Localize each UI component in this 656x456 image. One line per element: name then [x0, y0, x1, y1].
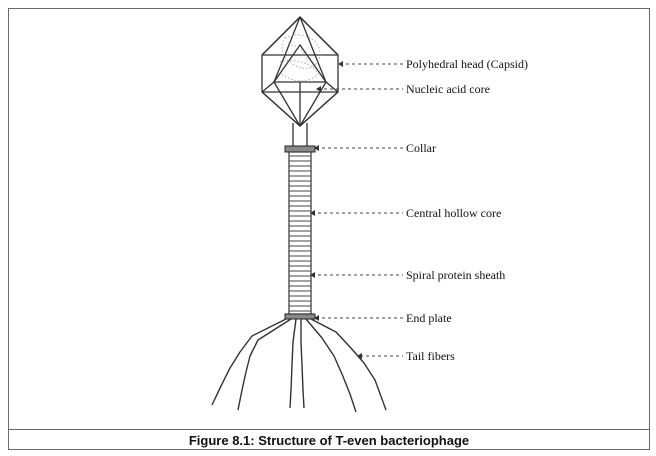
caption-divider	[8, 429, 650, 430]
figure-frame	[8, 8, 650, 450]
label-polyhedral-head: Polyhedral head (Capsid)	[406, 57, 528, 71]
label-tail-fibers: Tail fibers	[406, 349, 455, 363]
figure-caption: Figure 8.1: Structure of T-even bacterio…	[188, 433, 470, 448]
leader-lines	[312, 63, 403, 357]
label-nucleic-acid-core: Nucleic acid core	[406, 82, 490, 96]
neck	[292, 123, 308, 147]
sheath-rings	[289, 155, 311, 312]
leader-arrowheads	[310, 61, 362, 359]
tail-fibers	[211, 318, 387, 413]
capsid-head	[261, 16, 339, 127]
label-collar: Collar	[406, 141, 436, 155]
collar	[284, 145, 316, 153]
label-central-hollow-core: Central hollow core	[406, 206, 502, 220]
nucleic-acid-core	[279, 34, 321, 82]
label-end-plate: End plate	[406, 311, 452, 325]
end-plate	[284, 313, 316, 320]
label-spiral-protein-sheath: Spiral protein sheath	[406, 268, 506, 282]
